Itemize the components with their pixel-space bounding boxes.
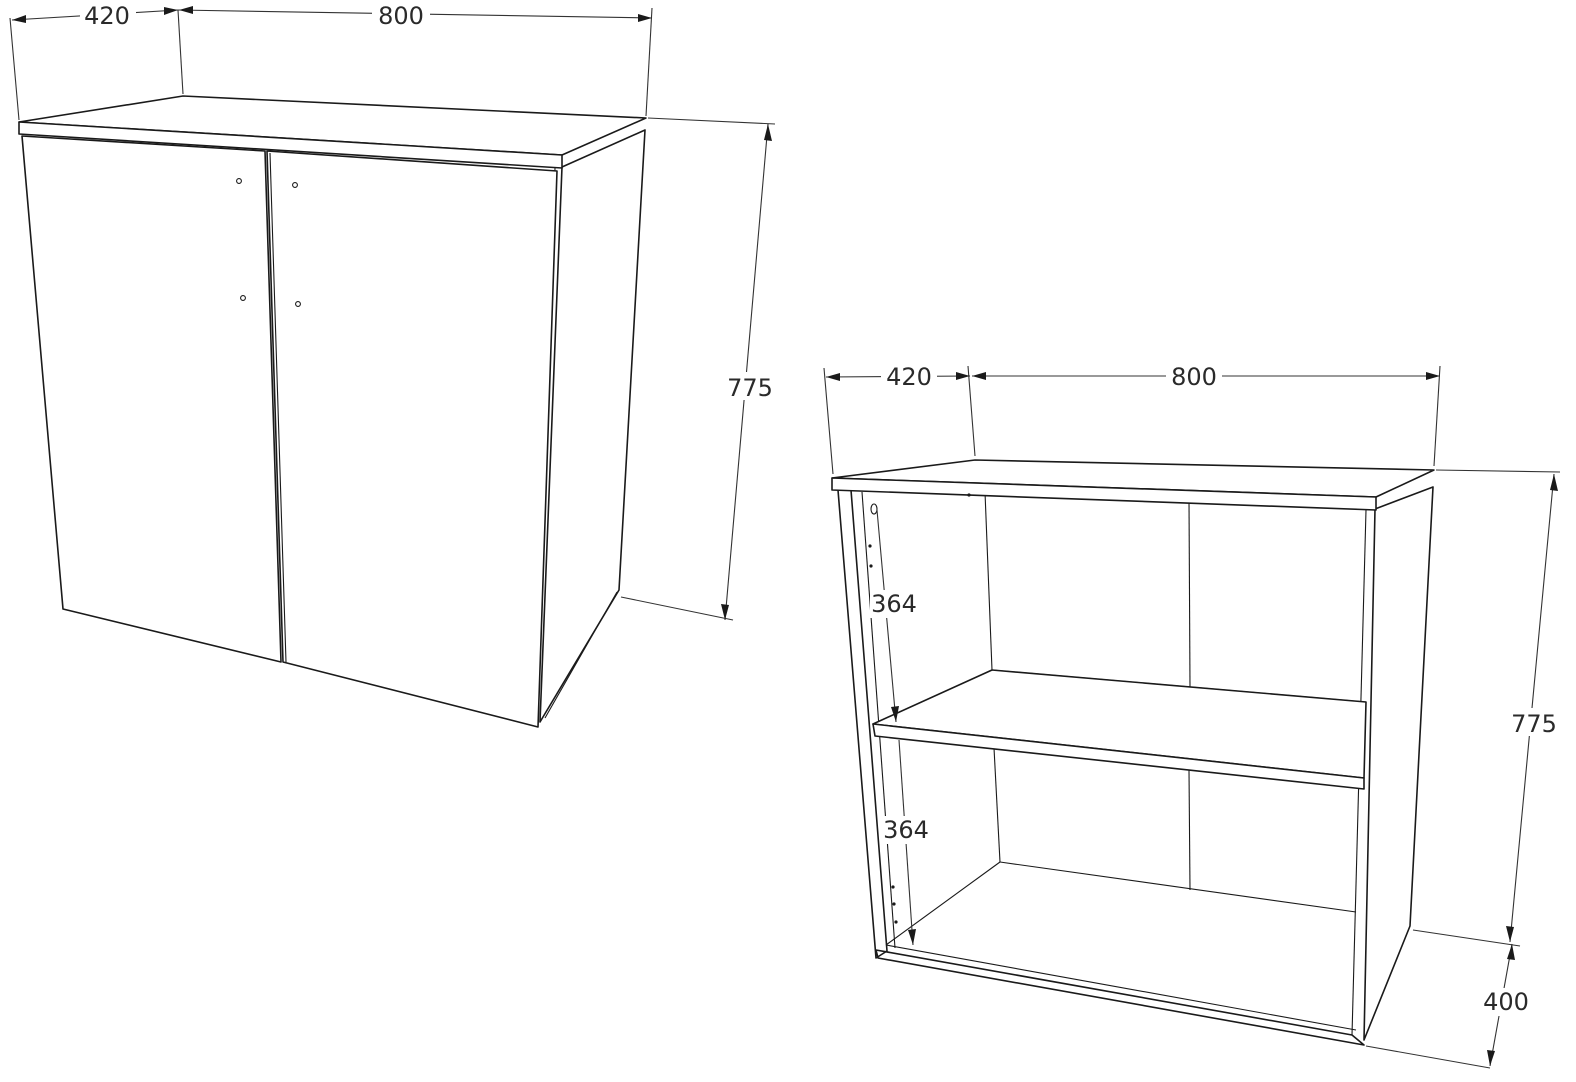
open-width-label: 800 (1171, 363, 1217, 391)
closed-cabinet (18, 95, 647, 728)
open-top-slab-front-edge (831, 477, 1377, 511)
bottom-panel (875, 949, 1365, 1046)
door-handle-icon (240, 295, 246, 301)
lower-shelf-gap-label: 364 (883, 816, 929, 844)
leg-height-label: 400 (1483, 988, 1529, 1016)
closed-height-label: 775 (727, 374, 773, 402)
top-slab-front-edge (18, 121, 563, 169)
left-door[interactable] (21, 135, 282, 663)
closed-cabinet-dimensions: 420 800 775 (9, 2, 776, 621)
shelf-pin-hole-icon (870, 503, 878, 515)
open-height-label: 775 (1511, 710, 1557, 738)
door-handle-icon (292, 182, 298, 188)
upper-shelf-gap-label: 364 (871, 590, 917, 618)
door-handle-icon (295, 301, 301, 307)
middle-shelf-front-edge (872, 723, 1365, 790)
side-panel (539, 129, 646, 723)
closed-width-label: 800 (378, 2, 424, 30)
open-depth-label: 420 (886, 363, 932, 391)
right-side-panel (1363, 486, 1434, 1041)
right-door[interactable] (266, 150, 558, 728)
open-cabinet (831, 459, 1435, 1046)
door-handle-icon (236, 178, 242, 184)
open-cabinet-dimensions: 420 800 775 400 364 364 (823, 362, 1561, 1069)
closed-depth-label: 420 (84, 2, 130, 30)
